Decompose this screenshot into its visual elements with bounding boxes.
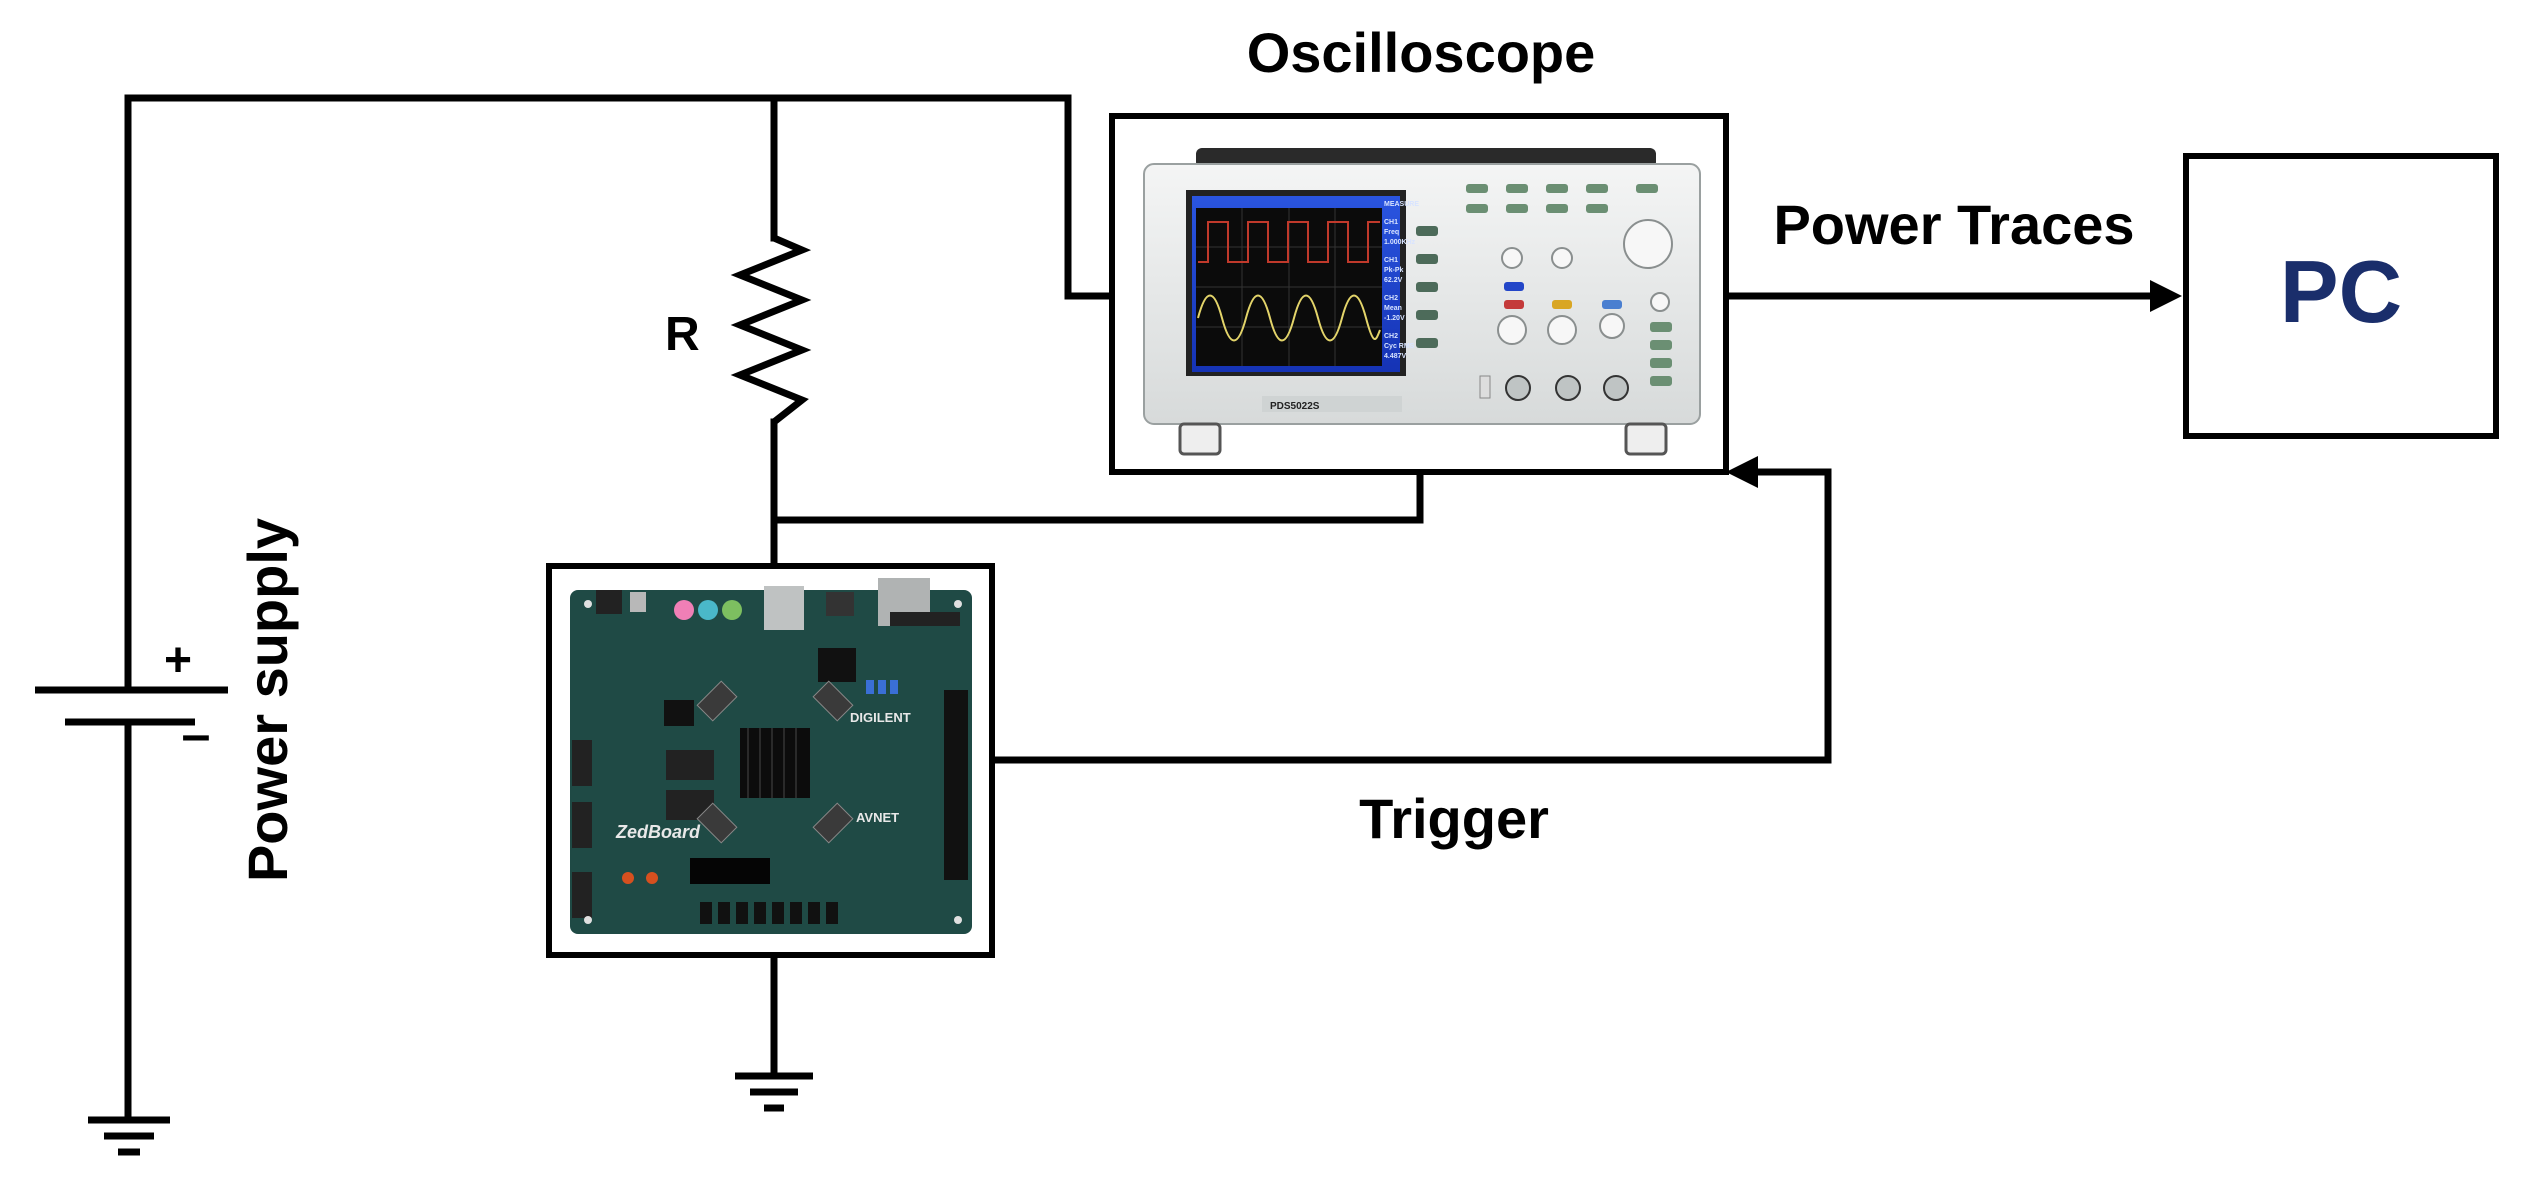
scope-menu-10: CH2 (1384, 333, 1398, 340)
board-name-label: ZedBoard (615, 822, 701, 842)
battery-minus-label: – (182, 706, 211, 764)
pc-label: PC (2280, 242, 2402, 341)
scope-menu-0: MEASURE (1384, 201, 1419, 208)
board-vendor-digilent: DIGILENT (850, 710, 911, 725)
wires (124, 94, 2164, 1124)
zedboard-image: DIGILENT AVNET ZedBoard (570, 578, 972, 934)
scope-menu-4: CH1 (1384, 257, 1398, 264)
ground-symbol-board (735, 1072, 813, 1112)
scope-menu-6: 62.2V (1384, 277, 1403, 284)
sine-wave-trace (1197, 294, 1381, 342)
top-rail-wire (124, 94, 1116, 694)
oscilloscope-image: MEASURE CH1 Freq 1.000KHz CH1 Pk-Pk 62.2… (1143, 148, 1701, 456)
scope-menu-5: Pk-Pk (1384, 267, 1404, 274)
power-traces-label: Power Traces (1773, 193, 2134, 256)
scope-menu-11: Cyc RMS (1384, 343, 1415, 350)
trigger-arrowhead (1726, 456, 1758, 488)
trigger-wire (988, 468, 1832, 764)
resistor-label: R (665, 308, 700, 361)
scope-menu-12: 4.487V (1384, 353, 1407, 360)
battery-plus-label: + (164, 634, 192, 687)
scope-model-label: PDS5022S (1270, 401, 1320, 412)
board-vendor-avnet: AVNET (856, 810, 899, 825)
scope-probe-wire (770, 468, 1424, 524)
oscilloscope-title: Oscilloscope (1247, 21, 1596, 84)
trigger-label: Trigger (1359, 787, 1549, 850)
scope-menu-2: Freq (1384, 229, 1399, 236)
resistor-symbol (730, 234, 812, 425)
scope-menu-7: CH2 (1384, 295, 1398, 302)
scope-menu-8: Mean (1384, 305, 1402, 312)
ground-symbol-left (88, 1116, 170, 1156)
pc-box (2183, 153, 2499, 439)
scope-menu-3: 1.000KHz (1384, 239, 1416, 246)
scope-menu-9: -1.20V (1384, 315, 1405, 322)
power-supply-label: Power supply (236, 518, 299, 882)
scope-menu-1: CH1 (1384, 219, 1398, 226)
pc-arrowhead (2150, 280, 2182, 312)
square-wave-trace (1198, 221, 1380, 263)
